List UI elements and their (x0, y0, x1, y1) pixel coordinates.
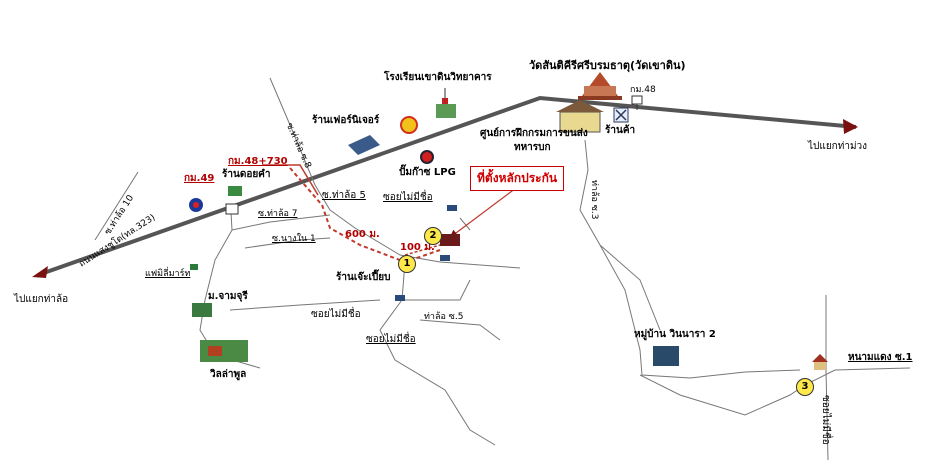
soi-no-name-1-label: ซอยไม่มีชื่อ (383, 192, 433, 203)
collateral-building-icon (440, 234, 460, 246)
family-mart-icon (190, 264, 198, 270)
doi-kham-shop-label: ร้านดอยคำ (222, 169, 271, 180)
main-road (37, 95, 857, 277)
km49-label: กม.49 (184, 173, 215, 184)
village-chamchuri-label: ม.จามจุรี (208, 291, 248, 302)
training-center-label-2: ทหารบก (514, 142, 551, 153)
pin-1: 1 (398, 255, 416, 273)
km48-730-label: กม.48+730 (228, 156, 288, 167)
temple-icon (578, 72, 622, 100)
chiang-shop-label: ร้านเจ๊ะเปี๊ยบ (336, 272, 391, 283)
school-icon (436, 88, 456, 118)
destination-right: ไปแยกท่าม่วง (808, 141, 868, 152)
soi-nang-nai-1-label: ซ.นางใน 1 (272, 234, 316, 244)
furniture-shop-label: ร้านเฟอร์นิเจอร์ (312, 115, 380, 126)
family-mart-label: แฟมิลี่มาร์ท (145, 269, 191, 279)
doi-kham-shop-icon (228, 186, 242, 196)
ptt-station-icon (189, 198, 203, 212)
km48-post-icon (631, 95, 643, 110)
soi-no-name-3-label: ซอยไม่มีชื่อ (366, 334, 416, 345)
km48-label: กม.48 (630, 85, 656, 95)
callout-arrow (449, 184, 521, 239)
soi-tha-lo-5-label: ซ.ท่าล้อ 5 (322, 190, 366, 201)
soi-tha-lo-3-label: ท่าล้อ ซ.3 (589, 180, 599, 220)
house-icon (395, 205, 457, 301)
distance-100m: 100 ม. (400, 242, 435, 253)
training-center-icon (556, 100, 604, 133)
main-road-arrow-right (843, 119, 858, 134)
furniture-shop-icon (348, 135, 380, 155)
tha-lo-soi-5-label: ท่าล้อ ซ.5 (424, 312, 464, 322)
village-chamchuri-icon (192, 303, 212, 317)
shop-icon (613, 107, 629, 123)
soi-tha-lo-7-label: ซ.ท่าล้อ 7 (258, 209, 298, 219)
collateral-location-callout: ที่ตั้งหลักประกัน (470, 166, 565, 191)
resort-label: วิลล่าพูล (210, 369, 247, 380)
destination-left: ไปแยกท่าล้อ (14, 294, 69, 305)
lpg-station-icon (420, 150, 434, 164)
temple-label: วัดสันติคีรีศรีบรมธาตุ(วัดเขาดิน) (529, 59, 686, 72)
lpg-station-label: ปั๊มก๊าซ LPG (399, 167, 456, 178)
distance-arrow (404, 244, 441, 256)
pin-3: 3 (796, 378, 814, 396)
shell-station-icon (400, 116, 418, 134)
school-label: โรงเรียนเขาดินวิทยาคาร (384, 72, 492, 83)
km-pointer-line (262, 164, 319, 196)
shop-label: ร้านค้า (605, 125, 636, 136)
training-center-label-1: ศูนย์การฝึกกรมการขนส่ง (480, 128, 588, 139)
distance-600m: 600 ม. (345, 229, 380, 240)
km49-post-icon (225, 203, 239, 215)
nong-ya-plong-label: หนามแดง ซ.1 (848, 352, 913, 363)
resort-icon (200, 340, 248, 362)
village-winnara-label: หมู่บ้าน วินนารา 2 (634, 329, 716, 340)
nong-ya-plong-house-icon (812, 354, 828, 370)
pin-2: 2 (424, 227, 442, 245)
main-road-arrow-left (32, 266, 48, 278)
soi-no-name-2-label: ซอยไม่มีชื่อ (311, 309, 361, 320)
village-winnara-icon (653, 346, 679, 366)
soi-no-name-4-label: ซอยไม่มีชื่อ (820, 395, 831, 445)
